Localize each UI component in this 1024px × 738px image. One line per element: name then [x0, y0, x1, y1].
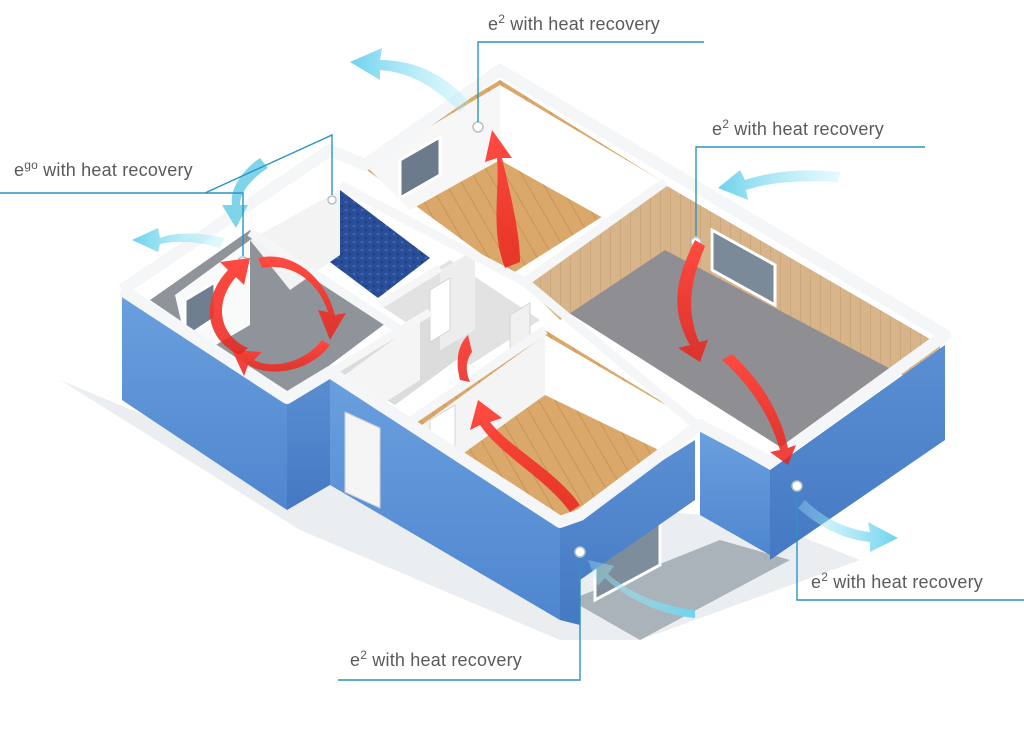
- wall-tops: [118, 64, 951, 528]
- vent-unit-right-lower: [791, 480, 803, 492]
- callout-right-upper-text: with heat recovery: [734, 119, 884, 139]
- warm-arrow-bath-circle-3: [209, 258, 250, 355]
- vent-unit-bottom: [574, 546, 586, 558]
- warm-air-arrows: [209, 130, 796, 512]
- leader-left: [0, 133, 333, 195]
- callout-label-top: e2 with heat recovery: [488, 12, 660, 35]
- warm-arrow-hall: [457, 335, 472, 382]
- fresh-arrow-left-inlet: [222, 158, 268, 228]
- callout-label-right-upper: e2 with heat recovery: [712, 117, 884, 140]
- callout-left-sup: go: [24, 158, 38, 172]
- fresh-arrow-right-outlet: [798, 500, 898, 552]
- callout-label-bottom: e2 with heat recovery: [350, 648, 522, 671]
- callout-top-prefix: e: [488, 14, 499, 34]
- callout-right-upper-prefix: e: [712, 119, 723, 139]
- leader-top: [477, 41, 704, 122]
- callout-bottom-text: with heat recovery: [372, 650, 522, 670]
- leader-bottom: [338, 558, 581, 681]
- leader-left-2: [205, 192, 244, 256]
- fresh-arrow-right-inlet: [718, 170, 840, 200]
- warm-arrow-bath-circle-1: [258, 256, 346, 340]
- callout-bottom-sup: 2: [360, 648, 368, 662]
- callout-label-left: ego with heat recovery: [14, 158, 193, 181]
- fresh-air-arrows: [132, 48, 898, 618]
- vent-unit-bath: [327, 195, 337, 205]
- callout-left-prefix: e: [14, 160, 25, 180]
- callout-right-upper-sup: 2: [722, 117, 730, 131]
- fresh-arrow-left-outlet: [132, 228, 225, 252]
- leader-right-upper: [695, 146, 925, 236]
- callout-right-lower-text: with heat recovery: [833, 572, 983, 592]
- warm-arrow-bath-circle-2: [232, 340, 330, 376]
- callout-right-lower-prefix: e: [811, 572, 822, 592]
- warm-arrow-bottom-room: [470, 400, 580, 512]
- callout-leaders: [0, 41, 1024, 681]
- callout-label-right-lower: e2 with heat recovery: [811, 570, 983, 593]
- warm-arrow-top-room: [485, 130, 520, 268]
- warm-arrow-living-2: [722, 354, 796, 465]
- vent-unit-top: [472, 121, 484, 133]
- callout-left-text: with heat recovery: [43, 160, 193, 180]
- leader-right-lower: [796, 492, 1024, 601]
- callout-top-sup: 2: [498, 12, 506, 26]
- fresh-arrow-top-outlet: [350, 48, 470, 112]
- callout-top-text: with heat recovery: [510, 14, 660, 34]
- fresh-arrow-bottom-inlet: [588, 560, 695, 618]
- callout-right-lower-sup: 2: [821, 570, 829, 584]
- warm-arrow-living-1: [677, 240, 708, 362]
- exterior-walls: [122, 290, 945, 625]
- callout-bottom-prefix: e: [350, 650, 361, 670]
